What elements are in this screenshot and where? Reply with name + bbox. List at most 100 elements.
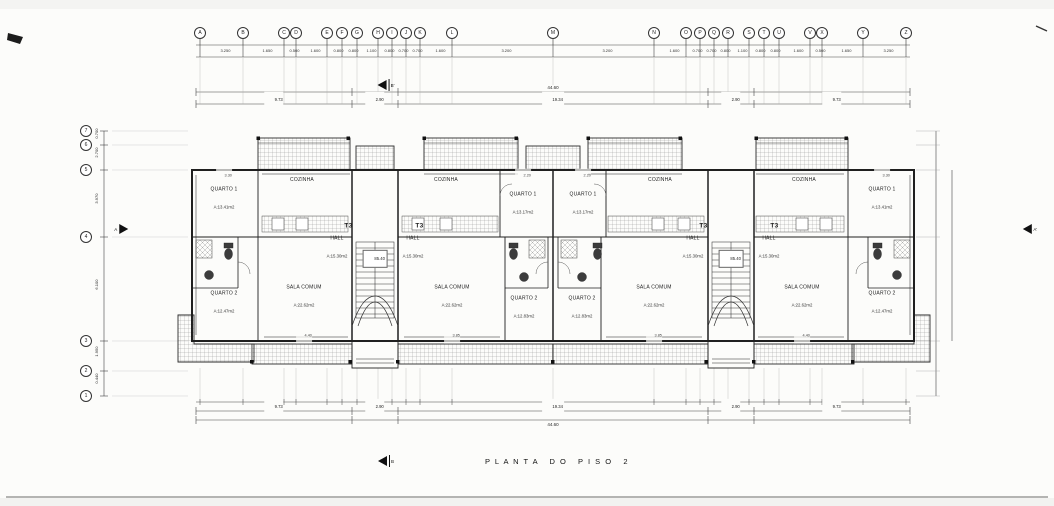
column-spacing-dimension: 1.100 [737, 48, 748, 54]
row-spacing-dimension: 0.700 [94, 128, 100, 139]
section-arrow-icon [1022, 224, 1032, 234]
building-walls [191, 169, 915, 342]
grid-column-marker: N [648, 27, 660, 39]
section-label: B [390, 458, 395, 464]
grid-column-marker: F [336, 27, 348, 39]
top-dimension-segment: 2.90 [721, 91, 741, 109]
bottom-dimension-segment: 9.73 [822, 398, 842, 416]
room-name: QUARTO 1 [868, 186, 896, 193]
grid-column-marker: E [321, 27, 333, 39]
top-dimension-segment: 2.90 [365, 91, 385, 109]
column-spacing-dimension: 1.650 [262, 48, 273, 54]
grid-column-marker: A [194, 27, 206, 39]
grid-column-marker: Q [708, 27, 720, 39]
grid-row-number: 3 [84, 337, 88, 344]
apartment-type-tag: T3 [770, 222, 779, 230]
column-spacing-dimension: 0.800 [755, 48, 766, 54]
row-spacing-dimension: 6.100 [94, 279, 100, 290]
column-spacing-dimension: 1.100 [366, 48, 377, 54]
room-label: HALL A:15.30m2 [327, 223, 348, 270]
room-label: QUARTO 2 A:12.47m2 [869, 278, 896, 325]
bottom-total-dimension: 44.60 [545, 422, 561, 428]
grid-column-letter: Y [861, 29, 865, 36]
row-spacing-dimension: 3.970 [94, 193, 100, 204]
column-spacing-dimension: 1.600 [435, 48, 446, 54]
grid-column-letter: A [198, 29, 202, 36]
room-name: HALL [406, 235, 420, 242]
room-label: HALL A:15.30m2 [403, 223, 424, 270]
kitchen-appliances [271, 217, 833, 231]
room-area: A:15.30m2 [682, 253, 704, 259]
top-dimension-segment: 19.34 [542, 91, 564, 109]
room-label: SALA COMUM A:22.62m2 [434, 272, 469, 319]
grid-column-letter: U [777, 29, 781, 36]
column-spacing-dimension: 0.500 [815, 48, 826, 54]
grid-column-letter: V [808, 29, 812, 36]
bottom-dimension-segment: 19.34 [542, 398, 564, 416]
room-area: A:22.62m2 [791, 302, 813, 308]
grid-column-letter: Q [712, 29, 716, 36]
grid-column-letter: E [325, 29, 329, 36]
grid-row-marker: 3 [80, 335, 92, 347]
grid-column-marker: K [414, 27, 426, 39]
grid-column-marker: Z [900, 27, 912, 39]
room-label: QUARTO 1 A:13.17m2 [510, 179, 537, 226]
bathroom-fixtures [204, 242, 902, 282]
row-spacing-dimension: 2.700 [94, 147, 100, 158]
grid-column-letter: B [241, 29, 245, 36]
section-label: A' [1033, 226, 1038, 232]
room-label: QUARTO 1 A:13.41m2 [869, 174, 896, 221]
room-label: QUARTO 2 A:12.83m2 [511, 283, 538, 330]
column-spacing-dimension: 0.800 [720, 48, 731, 54]
grid-row-number: 1 [84, 392, 88, 399]
floor-level-tag: 85.40 [362, 249, 388, 269]
column-spacing-dimension: 3.200 [501, 48, 512, 54]
grid-column-letter: O [684, 29, 688, 36]
grid-column-marker: O [680, 27, 692, 39]
room-area: A:15.30m2 [326, 253, 348, 259]
wall-dimension: 4.40 [296, 328, 312, 344]
room-label: QUARTO 1 A:13.17m2 [570, 179, 597, 226]
room-name: HALL [686, 235, 700, 242]
room-name: QUARTO 1 [569, 191, 597, 198]
room-label: SALA COMUM A:22.62m2 [286, 272, 321, 319]
section-line-icon [388, 455, 390, 467]
grid-ticks [100, 39, 940, 424]
room-area: A:22.62m2 [441, 302, 463, 308]
room-name: SALA COMUM [286, 284, 322, 291]
grid-row-marker: 1 [80, 390, 92, 402]
room-area: A:12.83m2 [571, 313, 593, 319]
room-area: A:13.17m2 [512, 209, 534, 215]
grid-row-marker: 4 [80, 231, 92, 243]
grid-column-letter: P [698, 29, 702, 36]
apartment-type-tag: T3 [344, 222, 353, 230]
top-dimension-segment: 9.73 [264, 91, 284, 109]
room-area: A:13.17m2 [572, 209, 594, 215]
floor-level-tag: 85.40 [718, 249, 744, 269]
grid-column-letter: T [762, 29, 766, 36]
grid-row-number: 7 [84, 127, 88, 134]
wall-dimension: 2.20 [515, 168, 531, 184]
grid-row-marker: 7 [80, 125, 92, 137]
grid-column-marker: C [278, 27, 290, 39]
room-label: COZINHA [434, 165, 458, 207]
room-name: COZINHA [648, 176, 672, 183]
apartment-type-tag: T3 [415, 222, 424, 230]
room-area: A:12.83m2 [513, 313, 535, 319]
room-name: SALA COMUM [784, 284, 820, 291]
grid-column-letter: L [450, 29, 454, 36]
bottom-dimension-segment: 2.90 [721, 398, 741, 416]
bottom-dimension-segment: 2.90 [365, 398, 385, 416]
room-label: COZINHA [792, 165, 816, 207]
row-spacing-dimension: 0.440 [94, 373, 100, 384]
grid-column-marker: Y [857, 27, 869, 39]
wall-dimension: 3.30 [874, 168, 890, 184]
grid-column-letter: F [340, 29, 344, 36]
grid-column-marker: X [816, 27, 828, 39]
top-dimension-segment: 9.73 [822, 91, 842, 109]
grid-column-letter: C [282, 29, 286, 36]
column-spacing-dimension: 3.200 [602, 48, 613, 54]
